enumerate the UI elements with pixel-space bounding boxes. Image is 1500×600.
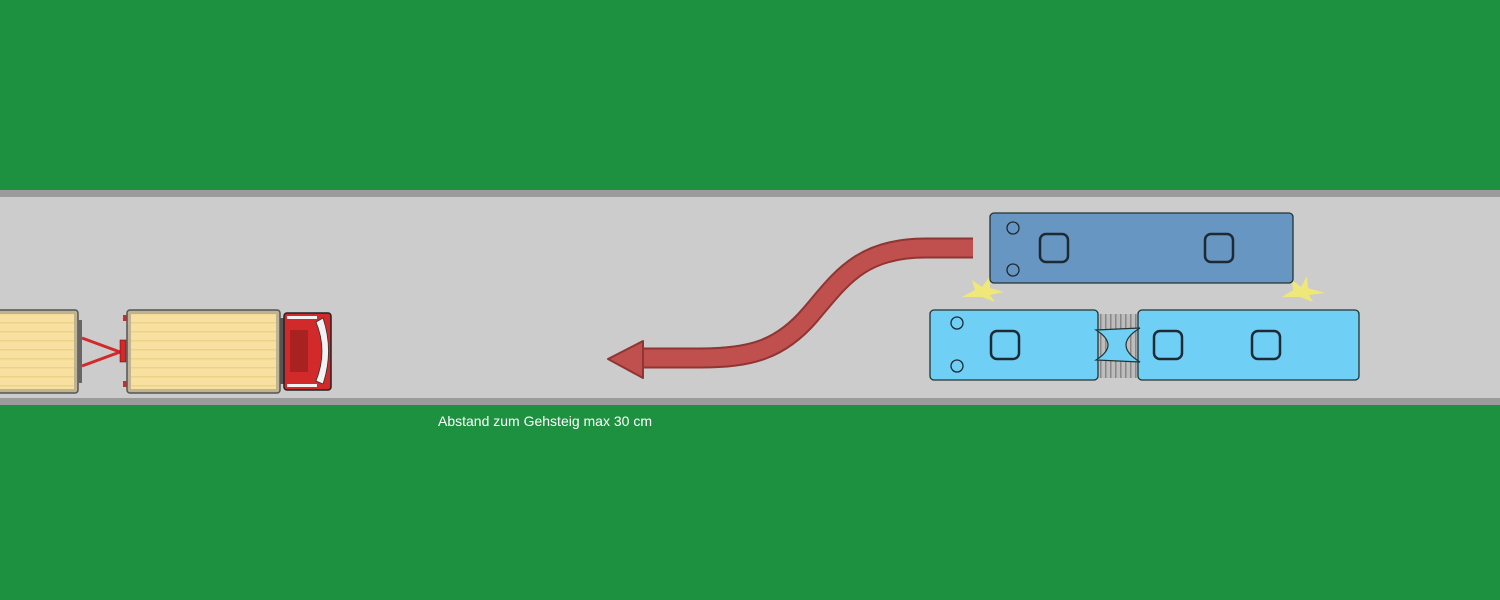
curb-bottom xyxy=(0,398,1500,405)
windshield xyxy=(315,317,329,385)
roof-hatch xyxy=(989,329,1021,361)
arrowhead xyxy=(607,340,644,379)
joint xyxy=(1094,327,1141,363)
curb-distance-caption: Abstand zum Gehsteig max 30 cm xyxy=(438,413,652,429)
parked-bus xyxy=(989,212,1294,284)
roof-hatch xyxy=(1250,329,1282,361)
roof-hatch xyxy=(1152,329,1184,361)
roof-hatch xyxy=(1038,232,1070,264)
truck-with-trailer xyxy=(0,309,332,394)
roof-hatch xyxy=(1203,232,1235,264)
collision-spark-icon xyxy=(962,276,1325,302)
curb-top xyxy=(0,190,1500,197)
maneuver-arrow xyxy=(607,237,973,379)
tow-bar xyxy=(81,336,121,368)
articulated-bus xyxy=(929,309,1360,381)
